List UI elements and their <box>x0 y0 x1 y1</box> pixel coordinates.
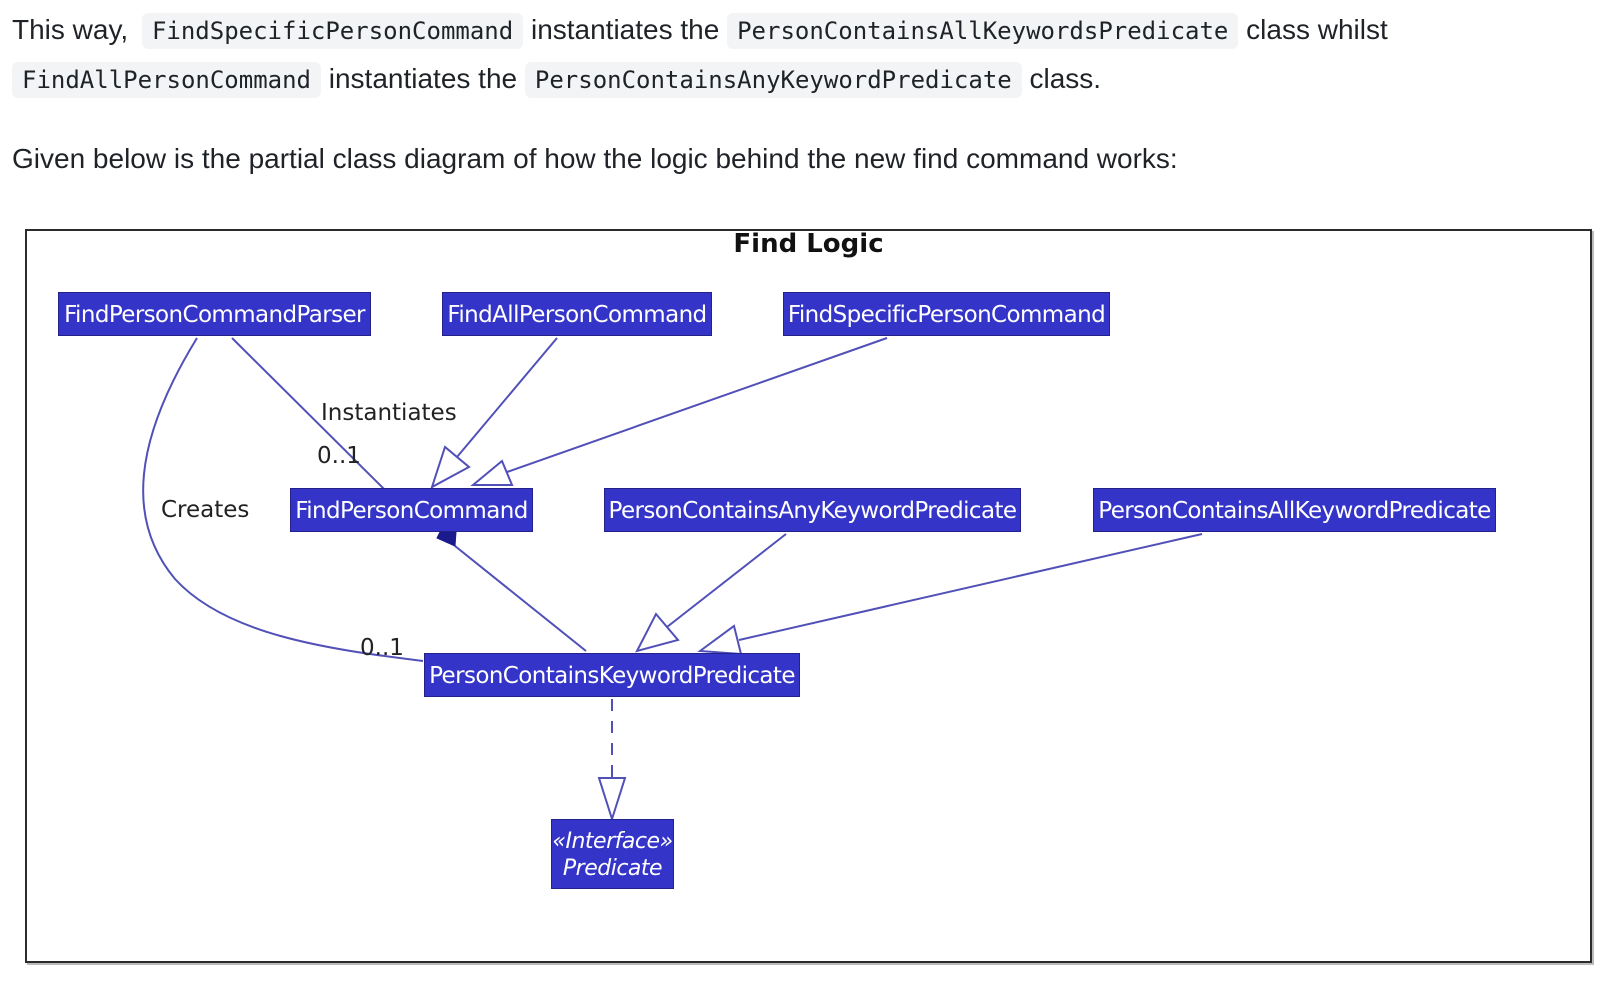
class-person-contains-any-keyword-predicate: PersonContainsAnyKeywordPredicate <box>604 488 1021 532</box>
diagram-title: Find Logic <box>733 229 884 259</box>
class-person-contains-keyword-predicate: PersonContainsKeywordPredicate <box>424 653 800 697</box>
code-find-specific-person-command: FindSpecificPersonCommand <box>141 13 524 49</box>
interface-stereotype: «Interface» <box>552 829 673 854</box>
all-predicate-arrowhead <box>697 624 743 656</box>
find-specific-arrowhead <box>470 459 514 486</box>
creates-association <box>142 337 424 662</box>
any-predicate-generalization <box>666 533 787 628</box>
interface-name: Predicate <box>562 856 663 881</box>
intro-lead: This way, <box>12 14 129 45</box>
diagram-frame <box>25 229 1592 963</box>
instantiates-association <box>231 337 385 490</box>
code-person-contains-all-keywords-predicate: PersonContainsAllKeywordsPredicate <box>727 13 1239 49</box>
class-diagram: Find Logic FindPersonCommand <box>25 229 1592 963</box>
label-instantiates-multiplicity: 0..1 <box>317 443 361 469</box>
class-person-contains-all-keyword-predicate: PersonContainsAllKeywordPredicate <box>1093 488 1496 532</box>
composition-line <box>454 545 587 652</box>
code-find-all-person-command: FindAllPersonCommand <box>12 62 321 98</box>
intro-text-3: instantiates the <box>328 63 518 94</box>
label-creates-multiplicity: 0..1 <box>360 635 404 661</box>
diagram-connectors <box>142 337 1203 823</box>
find-all-arrowhead <box>430 445 471 490</box>
interface-predicate: «Interface» Predicate <box>551 819 674 889</box>
intro-tail: class. <box>1029 63 1102 94</box>
diagram-intro-paragraph: Given below is the partial class diagram… <box>12 143 1178 174</box>
code-person-contains-any-keyword-predicate: PersonContainsAnyKeywordPredicate <box>524 62 1022 98</box>
intro-text-2: class whilst <box>1246 14 1388 45</box>
all-predicate-generalization <box>738 533 1203 641</box>
class-find-all-person-command: FindAllPersonCommand <box>442 292 712 336</box>
any-predicate-arrowhead <box>635 612 680 653</box>
find-specific-generalization <box>506 337 888 473</box>
label-instantiates: Instantiates <box>321 400 457 426</box>
intro-text-1: instantiates the <box>530 14 720 45</box>
realization-arrowhead <box>597 777 627 823</box>
class-find-person-command: FindPersonCommand <box>290 488 533 532</box>
class-find-person-command-parser: FindPersonCommandParser <box>58 292 371 336</box>
label-creates: Creates <box>161 497 250 523</box>
intro-paragraph: This way, FindSpecificPersonCommand inst… <box>12 6 1388 104</box>
class-find-specific-person-command: FindSpecificPersonCommand <box>783 292 1110 336</box>
find-all-generalization <box>456 337 558 458</box>
